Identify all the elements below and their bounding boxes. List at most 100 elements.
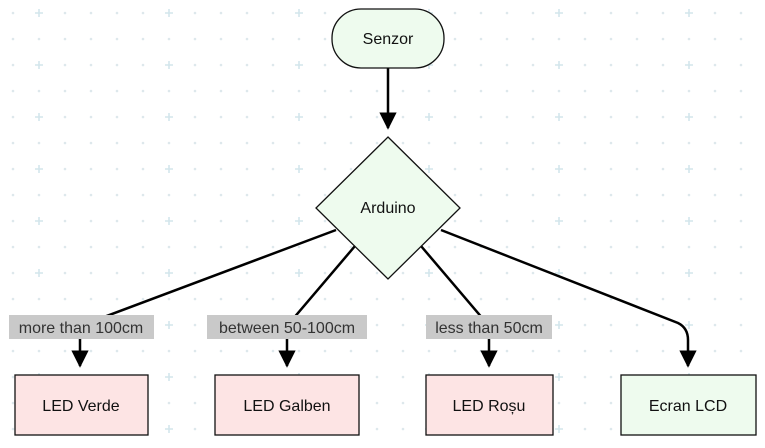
grid-dot [89, 167, 93, 171]
grid-dot [557, 193, 561, 197]
edge-arduino-to-led-rosu[interactable] [420, 245, 498, 368]
node-led-verde[interactable]: LED Verde [14, 374, 149, 436]
grid-dot [37, 245, 41, 249]
grid-dot [583, 427, 587, 431]
grid-dot [687, 245, 691, 249]
grid-dot [557, 89, 561, 93]
grid-dot [635, 37, 639, 41]
grid-dot [713, 297, 717, 301]
grid-dot [609, 141, 613, 145]
grid-dot [167, 89, 171, 93]
grid-dot [245, 271, 249, 275]
grid-dot [271, 271, 275, 275]
grid-dot [401, 141, 405, 145]
grid-plus-mark [165, 269, 173, 277]
node-arduino[interactable]: Arduino [315, 136, 461, 280]
node-ecran-lcd-label: Ecran LCD [649, 398, 727, 415]
grid-dot [479, 297, 483, 301]
grid-dot [531, 141, 535, 145]
grid-dot [271, 141, 275, 145]
grid-dot [401, 349, 405, 353]
grid-plus-mark [295, 9, 303, 17]
grid-dot [453, 219, 457, 223]
grid-dot [713, 11, 717, 15]
grid-dot [193, 89, 197, 93]
grid-dot [661, 297, 665, 301]
grid-dot [141, 297, 145, 301]
edge-arduino-to-led-verde[interactable] [71, 228, 337, 368]
grid-dot [323, 349, 327, 353]
grid-plus-mark [425, 165, 433, 173]
grid-dot [713, 193, 717, 197]
node-senzor[interactable]: Senzor [331, 8, 445, 69]
grid-dot [297, 349, 301, 353]
grid-dot [583, 193, 587, 197]
grid-dot [297, 193, 301, 197]
grid-plus-mark [555, 9, 563, 17]
grid-dot [713, 349, 717, 353]
edge-arduino-to-led-galben[interactable] [278, 245, 356, 368]
grid-dot [245, 167, 249, 171]
grid-dot [219, 219, 223, 223]
grid-dot [479, 219, 483, 223]
grid-dot [661, 219, 665, 223]
grid-dot [11, 115, 15, 119]
grid-dot [453, 89, 457, 93]
grid-dot [739, 193, 743, 197]
grid-dot [375, 401, 379, 405]
grid-dot [557, 141, 561, 145]
node-led-rosu[interactable]: LED Roșu [425, 374, 554, 436]
grid-dot [531, 167, 535, 171]
grid-dot [115, 193, 119, 197]
grid-dot [401, 297, 405, 301]
grid-dot [739, 323, 743, 327]
edge-label-galben: between 50-100cm [207, 315, 367, 339]
edge-label-galben-text: between 50-100cm [219, 320, 355, 337]
grid-dot [635, 297, 639, 301]
grid-plus-mark [425, 269, 433, 277]
grid-dot [557, 37, 561, 41]
grid-dot [349, 245, 353, 249]
grid-dot [739, 167, 743, 171]
edge-arduino-to-ecran-lcd[interactable] [440, 228, 697, 368]
grid-dot [609, 11, 613, 15]
grid-dot [505, 167, 509, 171]
grid-dot [505, 141, 509, 145]
grid-dot [219, 245, 223, 249]
grid-plus-mark [35, 9, 43, 17]
grid-dot [739, 37, 743, 41]
grid-dot [531, 245, 535, 249]
grid-dot [713, 115, 717, 119]
grid-dot [63, 245, 67, 249]
grid-dot [661, 349, 665, 353]
grid-dot [583, 297, 587, 301]
grid-dot [453, 271, 457, 275]
grid-dot [635, 115, 639, 119]
grid-dot [193, 63, 197, 67]
node-led-galben[interactable]: LED Galben [214, 374, 360, 436]
grid-dot [505, 297, 509, 301]
grid-dot [141, 271, 145, 275]
grid-dot [557, 401, 561, 405]
grid-dot [427, 89, 431, 93]
grid-dot [557, 349, 561, 353]
grid-plus-mark [685, 113, 693, 121]
grid-dot [271, 167, 275, 171]
grid-dot [609, 245, 613, 249]
grid-dot [739, 115, 743, 119]
grid-dot [453, 141, 457, 145]
grid-dot [271, 349, 275, 353]
grid-dot [271, 297, 275, 301]
edge-label-verde: more than 100cm [9, 315, 154, 339]
grid-dot [63, 297, 67, 301]
grid-dot [193, 297, 197, 301]
grid-plus-mark [685, 269, 693, 277]
node-ecran-lcd[interactable]: Ecran LCD [620, 374, 757, 436]
grid-dot [505, 11, 509, 15]
grid-dot [635, 219, 639, 223]
grid-dot [583, 271, 587, 275]
grid-dot [193, 193, 197, 197]
grid-dot [37, 89, 41, 93]
grid-dot [609, 271, 613, 275]
grid-dot [37, 349, 41, 353]
